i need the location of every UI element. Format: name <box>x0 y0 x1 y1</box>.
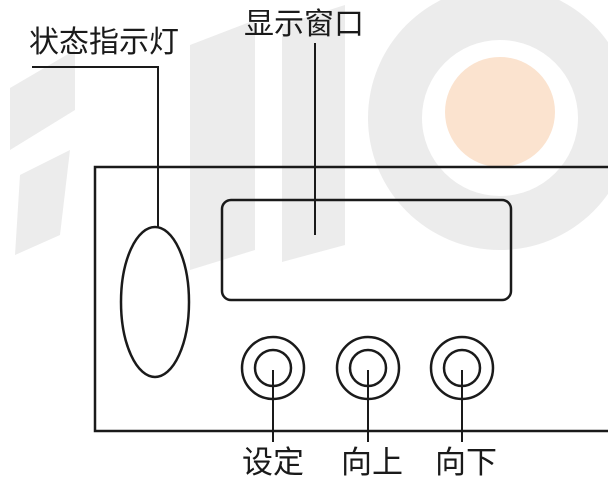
set-button-label: 设定 <box>242 445 304 481</box>
watermark-shape-2 <box>15 150 70 255</box>
display-window-label: 显示窗口 <box>244 7 364 42</box>
watermark-shape-4 <box>282 5 345 262</box>
up-button-label: 向上 <box>341 445 403 481</box>
device-body <box>93 165 608 433</box>
watermark-dot <box>445 57 555 167</box>
watermark-shape-3 <box>190 20 255 270</box>
status-light-leader-line <box>32 66 159 228</box>
status-indicator-light <box>119 225 191 379</box>
status-light-label: 状态指示灯 <box>29 25 179 60</box>
down-button-label: 向下 <box>435 445 497 481</box>
display-window <box>220 198 513 302</box>
watermark-shape-1 <box>10 50 75 150</box>
watermark-logo <box>10 0 608 270</box>
